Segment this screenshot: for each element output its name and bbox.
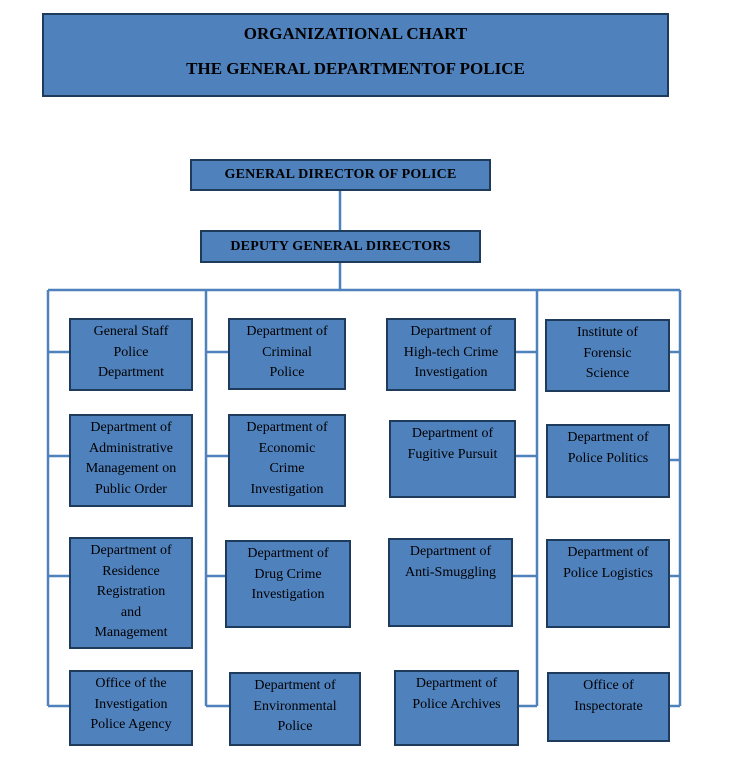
dept-label: Department of Police Logistics xyxy=(563,545,653,581)
dept-drug-crime: Department of Drug Crime Investigation xyxy=(225,540,351,628)
dept-police-logistics: Department of Police Logistics xyxy=(546,539,670,628)
dept-label: Department of Administrative Management … xyxy=(85,420,177,497)
office-investigation-police-agency: Office of the Investigation Police Agenc… xyxy=(69,670,193,746)
dept-police-politics: Department of Police Politics xyxy=(546,424,670,498)
chart-title: ORGANIZATIONAL CHART xyxy=(243,24,468,43)
dept-label: Department of Anti-Smuggling xyxy=(404,544,496,580)
dept-label: Department of Economic Crime Investigati… xyxy=(246,420,328,497)
dept-label: Department of Residence Registration and… xyxy=(90,543,172,640)
dept-label: Institute of Forensic Science xyxy=(576,325,639,381)
dept-administrative-management: Department of Administrative Management … xyxy=(69,414,193,507)
dept-label: Department of Police Politics xyxy=(567,430,649,466)
dept-label: Department of Drug Crime Investigation xyxy=(247,546,329,602)
dept-economic-crime: Department of Economic Crime Investigati… xyxy=(228,414,346,507)
dept-residence-registration: Department of Residence Registration and… xyxy=(69,537,193,649)
institute-forensic-science: Institute of Forensic Science xyxy=(545,319,670,392)
dept-label: Department of High-tech Crime Investigat… xyxy=(403,324,499,380)
dept-label: Office of the Investigation Police Agenc… xyxy=(90,676,172,732)
general-director-box: GENERAL DIRECTOR OF POLICE xyxy=(190,159,491,191)
dept-label: Department of Police Archives xyxy=(412,676,501,712)
dept-criminal-police: Department of Criminal Police xyxy=(228,318,346,390)
dept-environmental-police: Department of Environmental Police xyxy=(229,672,361,746)
dept-fugitive-pursuit: Department of Fugitive Pursuit xyxy=(389,420,516,498)
dept-anti-smuggling: Department of Anti-Smuggling xyxy=(388,538,513,627)
dept-label: Office of Inspectorate xyxy=(574,678,643,714)
dept-general-staff: General Staff Police Department xyxy=(69,318,193,391)
chart-header: ORGANIZATIONAL CHART THE GENERAL DEPARTM… xyxy=(42,13,669,97)
dept-police-archives: Department of Police Archives xyxy=(394,670,519,746)
deputy-directors-box: DEPUTY GENERAL DIRECTORS xyxy=(200,230,481,263)
chart-subtitle: THE GENERAL DEPARTMENTOF POLICE xyxy=(186,59,525,78)
dept-label: Department of Environmental Police xyxy=(253,678,337,734)
dept-label: Department of Criminal Police xyxy=(246,324,328,380)
dept-label: Department of Fugitive Pursuit xyxy=(407,426,498,462)
dept-label: General Staff Police Department xyxy=(93,324,169,380)
office-inspectorate: Office of Inspectorate xyxy=(547,672,670,742)
dept-high-tech-crime: Department of High-tech Crime Investigat… xyxy=(386,318,516,391)
